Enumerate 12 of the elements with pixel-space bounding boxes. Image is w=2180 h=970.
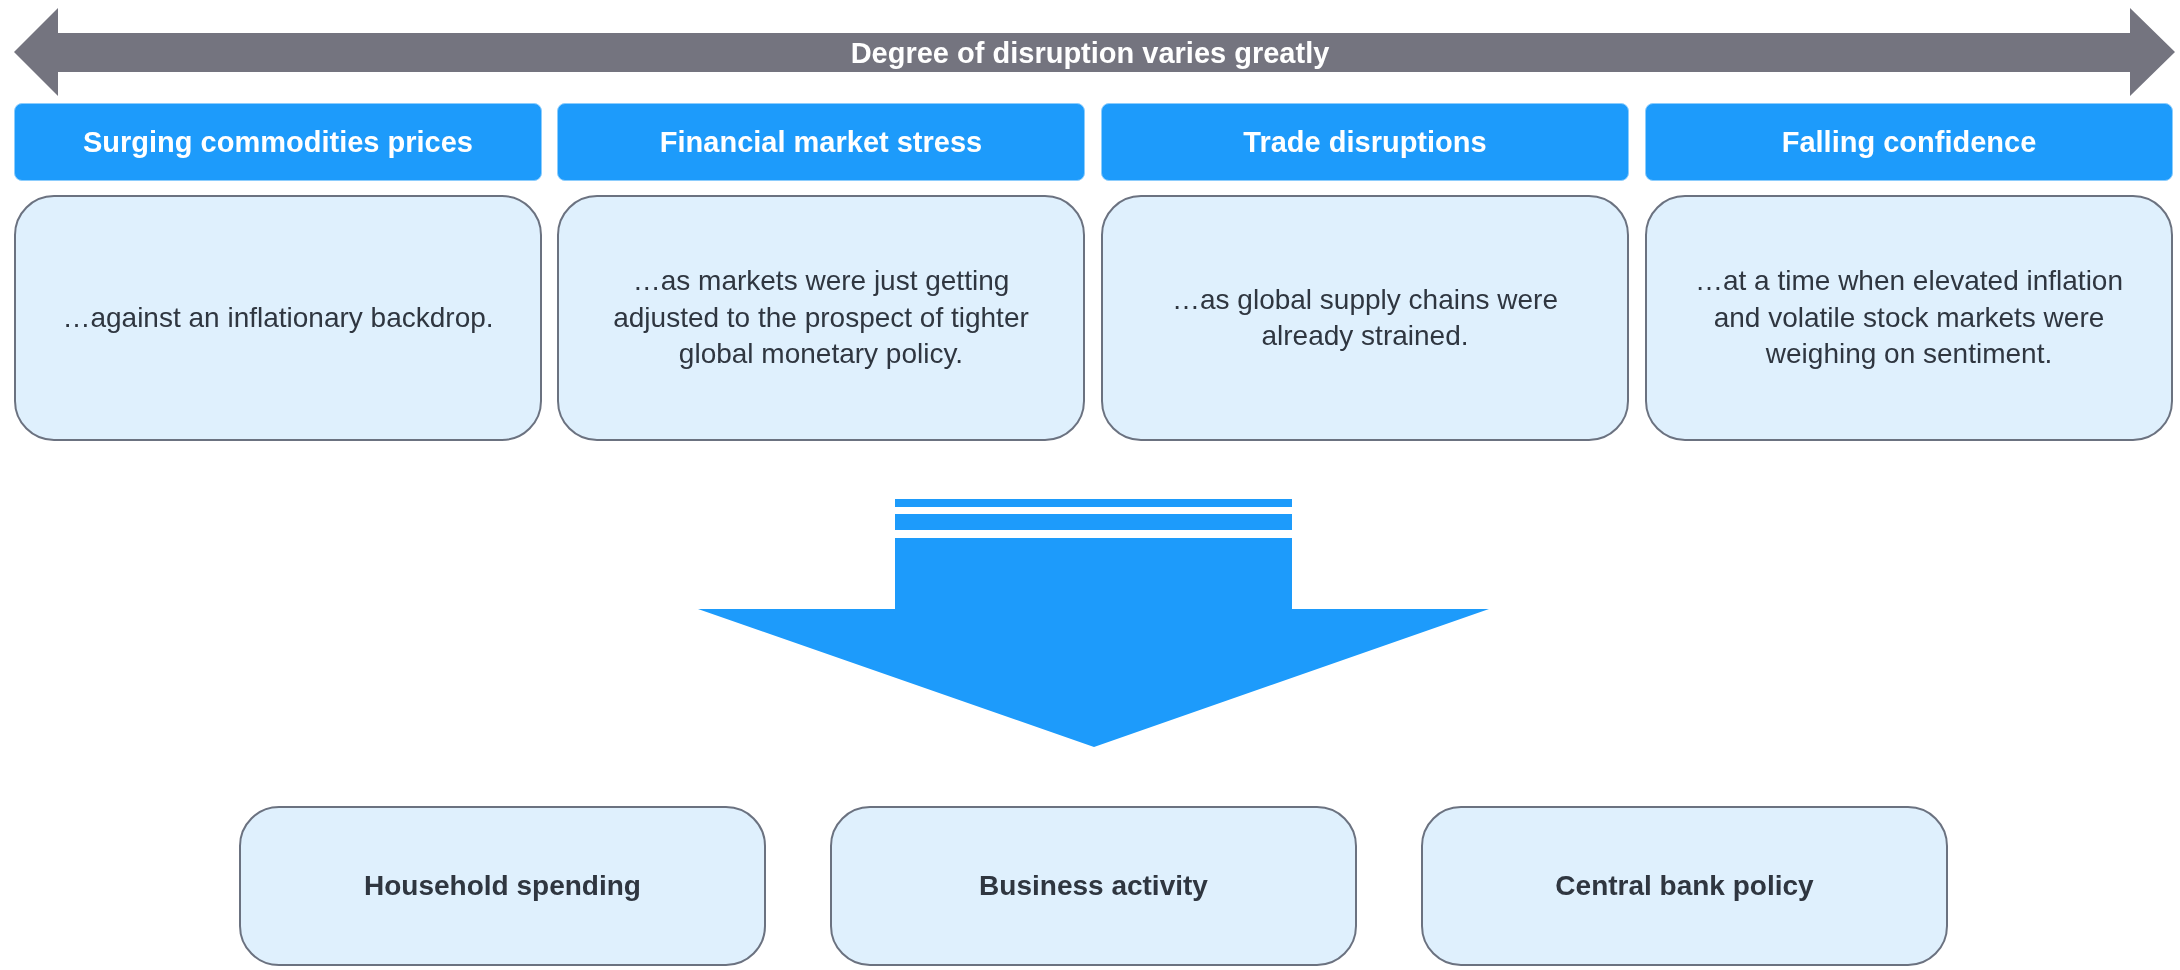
description-box: …at a time when elevated inflation and volatile stock markets were weighing on sentiment.: [1645, 195, 2173, 441]
category-header: Surging commodities prices: [14, 103, 542, 181]
arrow-label: Degree of disruption varies greatly: [849, 35, 1331, 71]
category-header: Financial market stress: [557, 103, 1085, 181]
description-box: …as global supply chains were already strained.: [1101, 195, 1629, 441]
outcome-box: Central bank policy: [1421, 806, 1948, 966]
category-header: Falling confidence: [1645, 103, 2173, 181]
category-header: Trade disruptions: [1101, 103, 1629, 181]
outcome-box: Business activity: [830, 806, 1357, 966]
description-box: …against an inflationary backdrop.: [14, 195, 542, 441]
outcome-box: Household spending: [239, 806, 766, 966]
description-box: …as markets were just getting adjusted to the prospect of tighter global monetary policy.: [557, 195, 1085, 441]
